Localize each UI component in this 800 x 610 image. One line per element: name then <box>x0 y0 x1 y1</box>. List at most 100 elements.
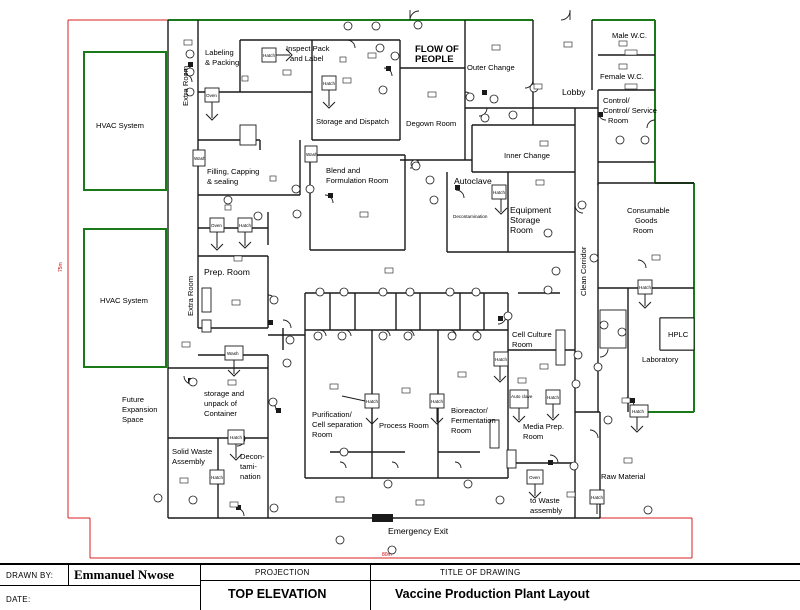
hatch-box <box>629 404 649 418</box>
inspect-label: Inspect Pack <box>286 44 330 53</box>
decon-label-2: tami- <box>240 462 257 471</box>
purification-label: Purification/ <box>312 410 353 419</box>
svg-text:Hatch: Hatch <box>323 81 335 86</box>
svg-text:Hatch: Hatch <box>632 409 644 414</box>
bioreactor-label-2: Fermentation <box>451 416 496 425</box>
drawn-by-label: DRAWN BY: <box>6 571 54 580</box>
laboratory-label: Laboratory <box>642 355 679 364</box>
svg-text:Wash: Wash <box>306 152 318 157</box>
svg-text:Hatch: Hatch <box>431 399 443 404</box>
cabinet-box <box>555 329 566 366</box>
room-tags <box>179 39 661 508</box>
hplc-label: HPLC <box>668 330 689 339</box>
future-label-3: Space <box>122 415 144 424</box>
cell-culture-label-2: Room <box>512 340 532 349</box>
consumable-label-3: Room <box>633 226 653 235</box>
inspect-label-2: and Label <box>290 54 324 63</box>
date-label: DATE: <box>6 595 31 604</box>
cabinet-box <box>489 419 500 449</box>
drawn-by-value: Emmanuel Nwose <box>74 567 175 582</box>
control-label: Control/ <box>603 96 630 105</box>
control-label-3: Room <box>608 116 628 125</box>
flow-arrows <box>205 48 652 514</box>
hvac-system-top <box>83 51 167 191</box>
future-label: Future <box>122 395 144 404</box>
packing-label: & Packing <box>205 58 239 67</box>
wash-box <box>192 149 206 167</box>
bioreactor-label: Bioreactor/ <box>451 406 489 415</box>
decon-label-3: nation <box>240 472 261 481</box>
svg-text:Hatch: Hatch <box>493 190 505 195</box>
storage-unpack-label-2: unpack of <box>204 399 238 408</box>
extra-room-top-label: Extra Room <box>181 66 190 106</box>
hvac-system-bottom <box>83 228 167 368</box>
walls <box>167 20 694 519</box>
svg-text:Oven: Oven <box>211 223 222 228</box>
title-value: Vaccine Production Plant Layout <box>395 587 590 601</box>
autoclave-label: Autoclave <box>454 176 492 186</box>
to-waste-label: to Waste <box>530 496 560 505</box>
title-block: DRAWN BY: Emmanuel Nwose DATE: PROJECTIO… <box>0 563 800 610</box>
svg-text:Wash: Wash <box>227 351 239 356</box>
svg-text:Hatch: Hatch <box>366 399 378 404</box>
svg-text:Hatch: Hatch <box>639 285 651 290</box>
media-prep-label: Media Prep. <box>523 422 564 431</box>
control-label-2: Control/ Service <box>603 106 657 115</box>
svg-text:Oven: Oven <box>206 93 217 98</box>
male-wc-label: Male W.C. <box>612 31 647 40</box>
purification-label-2: Cell separation <box>312 420 363 429</box>
storage-unpack-label-3: Container <box>204 409 237 418</box>
site-boundary <box>67 19 693 559</box>
hatch-box <box>491 184 507 200</box>
svg-text:Wash: Wash <box>194 156 206 161</box>
equipment-label: Equipment <box>510 205 552 215</box>
svg-text:Auto clave: Auto clave <box>511 394 533 399</box>
media-prep-label-2: Room <box>523 432 543 441</box>
purification-label-3: Room <box>312 430 332 439</box>
decontamination-label: Decontamination <box>453 214 488 219</box>
storage-dispatch-label: Storage and Dispatch <box>316 117 389 126</box>
floor-plan: 75m 80m HVAC System HVAC System <box>58 10 695 559</box>
svg-text:Hatch: Hatch <box>263 53 275 58</box>
wash-box <box>304 145 318 163</box>
process-room-label: Process Room <box>379 421 429 430</box>
equipment-label-2: Storage <box>510 215 540 225</box>
female-wc-label: Female W.C. <box>600 72 644 81</box>
svg-text:Hatch: Hatch <box>547 395 559 400</box>
solid-waste-label-2: Assembly <box>172 457 205 466</box>
hatch-box <box>493 351 509 367</box>
cell-culture-label: Cell Culture <box>512 330 552 339</box>
filling-label: Filling, Capping <box>207 167 259 176</box>
title-label: TITLE OF DRAWING <box>440 568 521 577</box>
degown-label: Degown Room <box>406 119 456 128</box>
to-waste-label-2: assembly <box>530 506 562 515</box>
cabinet-box <box>506 449 517 469</box>
emergency-exit-label: Emergency Exit <box>388 526 449 536</box>
consumable-label: Consumable <box>627 206 670 215</box>
door-tags <box>153 20 653 555</box>
svg-text:Hatch: Hatch <box>591 495 603 500</box>
extra-room-mid-label: Extra Room <box>186 276 195 316</box>
inner-change-label: Inner Change <box>504 151 550 160</box>
dimension-height: 75m <box>58 262 64 272</box>
hplc-box <box>659 317 695 351</box>
svg-text:Hatch: Hatch <box>230 435 242 440</box>
dimension-width: 80m <box>382 552 392 558</box>
outer-change-label: Outer Change <box>467 63 515 72</box>
hvac-bottom-label: HVAC System <box>100 296 148 305</box>
svg-text:Hatch: Hatch <box>211 475 223 480</box>
clean-corridor-label: Clean Corridor <box>579 246 588 296</box>
equipment-label-3: Room <box>510 225 533 235</box>
flow-of-people-label-2: PEOPLE <box>415 54 454 65</box>
blend-label: Blend and <box>326 166 360 175</box>
cabinet-box <box>201 287 212 313</box>
svg-text:Oven: Oven <box>529 475 540 480</box>
equipment-labels: Hatch Hatch Oven Wash Wash Oven Hatch Ha… <box>194 53 651 500</box>
storage-shelf <box>239 124 257 146</box>
hatch-box <box>209 469 225 485</box>
svg-text:Hatch: Hatch <box>239 223 251 228</box>
projection-value: TOP ELEVATION <box>228 587 327 601</box>
solid-waste-label: Solid Waste <box>172 447 212 456</box>
labeling-label: Labeling <box>205 48 234 57</box>
room-labels: Extra Room Labeling & Packing Inspect Pa… <box>122 31 689 515</box>
